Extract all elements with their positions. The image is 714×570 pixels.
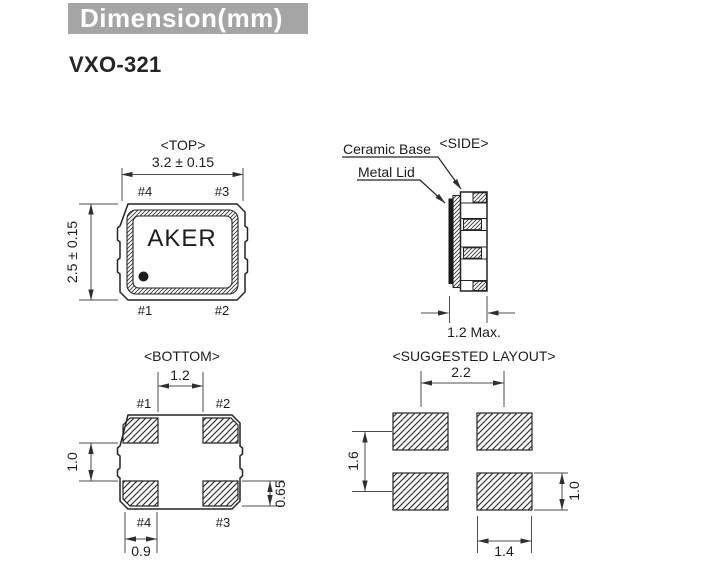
side-electrode-lower: [463, 247, 482, 259]
side-thickness-dimension: 1.2 Max.: [447, 324, 501, 340]
side-view-title: <SIDE>: [439, 135, 488, 151]
model-number: VXO-321: [69, 52, 162, 77]
layout-pad-height-dimension: 1.0: [566, 481, 582, 501]
layout-pad-width-dimension: 1.4: [494, 543, 514, 559]
layout-pad-top-left: [392, 412, 449, 451]
ceramic-base-callout: Ceramic Base: [343, 141, 431, 157]
bottom-pin1-label: #1: [137, 396, 151, 411]
layout-pitch-y-dimension: 1.6: [345, 451, 361, 471]
top-pin2-label: #2: [215, 303, 229, 318]
top-pin3-label: #3: [215, 184, 229, 199]
layout-pad-bottom-left: [392, 472, 449, 511]
section-header: Dimension(mm): [68, 3, 308, 34]
side-bottom-pad: [472, 280, 487, 291]
top-height-dimension: 2.5 ± 0.15: [64, 221, 80, 283]
bottom-pad-width-dimension: 0.9: [131, 543, 151, 559]
suggested-layout-view: <SUGGESTED LAYOUT> 2.2 1.6 1.0 1.4: [345, 348, 582, 559]
top-lid-face: [132, 215, 233, 289]
bottom-pad-gap-y-dimension: 1.0: [64, 452, 80, 472]
side-base-wall: [452, 194, 462, 289]
bottom-pad-gap-x-dimension: 1.2: [170, 367, 190, 383]
bottom-pad-2: [202, 417, 239, 444]
top-width-dimension: 3.2 ± 0.15: [152, 154, 214, 170]
bottom-pin4-label: #4: [137, 515, 151, 530]
metal-lid-leader: [357, 179, 446, 204]
bottom-pad-3: [202, 480, 239, 507]
top-view-title: <TOP>: [161, 137, 206, 153]
ceramic-base-leader: [342, 156, 462, 190]
top-pin1-label: #1: [138, 303, 152, 318]
metal-lid-callout: Metal Lid: [358, 164, 415, 180]
layout-pitch-x-dimension: 2.2: [451, 364, 471, 380]
bottom-pad-height-dimension: 0.65: [272, 480, 288, 507]
brand-marking: AKER: [147, 225, 216, 252]
side-electrode-upper: [463, 218, 482, 231]
top-pin4-label: #4: [138, 184, 152, 199]
side-package-body: [459, 191, 488, 292]
bottom-pad-4: [122, 480, 159, 507]
layout-view-title: <SUGGESTED LAYOUT>: [392, 348, 555, 364]
layout-pad-bottom-right: [476, 472, 533, 511]
side-top-pad: [472, 192, 487, 203]
side-view: <SIDE> Ceramic Base Metal Lid 1.2 Max.: [342, 135, 515, 340]
bottom-pin2-label: #2: [216, 396, 230, 411]
bottom-view: <BOTTOM> 1.2 #1 #2 1.0 0.65 #4 #3: [64, 348, 288, 559]
bottom-pad-1: [122, 417, 159, 444]
side-metal-lid: [448, 198, 453, 284]
bottom-view-title: <BOTTOM>: [144, 348, 220, 364]
top-view: <TOP> 3.2 ± 0.15 #4 #3 AKER 2.5 ± 0.15 #…: [64, 137, 249, 318]
bottom-pin3-label: #3: [216, 515, 230, 530]
pin1-indicator-dot: [138, 271, 149, 282]
layout-pad-top-right: [476, 412, 533, 451]
